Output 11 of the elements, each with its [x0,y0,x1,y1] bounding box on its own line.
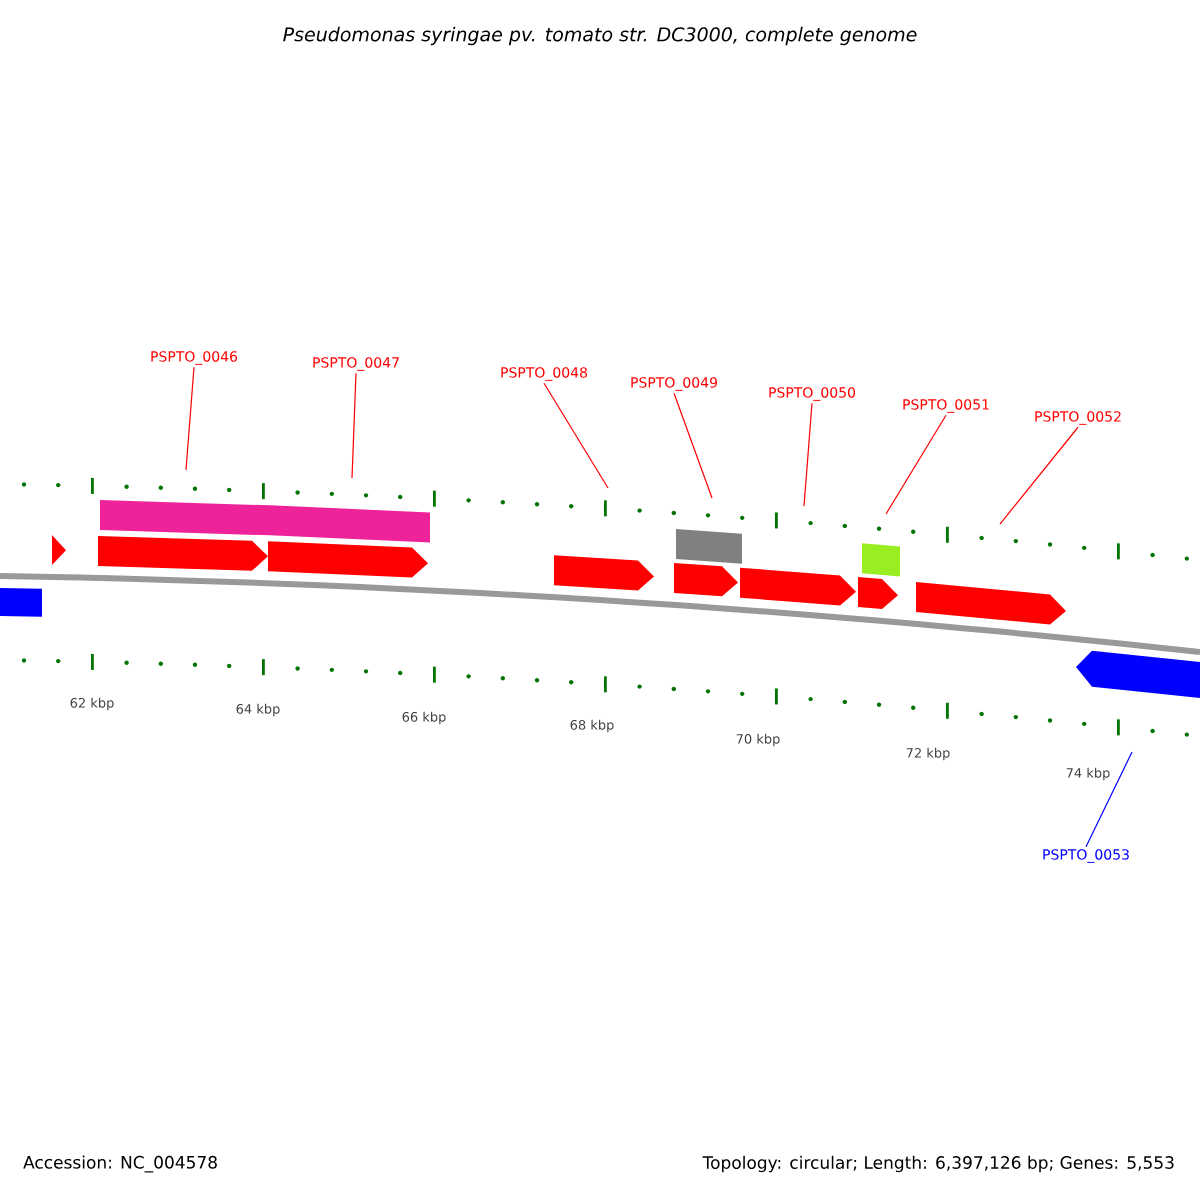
leader-line [803,402,813,507]
leader-line [885,414,947,515]
leader-line [999,426,1079,525]
footer-text: Accession: NC_004578 [23,1155,217,1173]
footer-text: Topology: circular; Length: 6,397,126 bp; Genes: 5,553 [702,1155,1174,1173]
leader-line [673,392,713,499]
diagram-title: Pseudomonas syringae pv. tomato str. DC3000, complete genome [283,26,917,46]
leader-line [351,372,357,479]
leader-line [1085,751,1133,848]
leader-line [543,382,609,489]
leader-line [185,366,195,471]
